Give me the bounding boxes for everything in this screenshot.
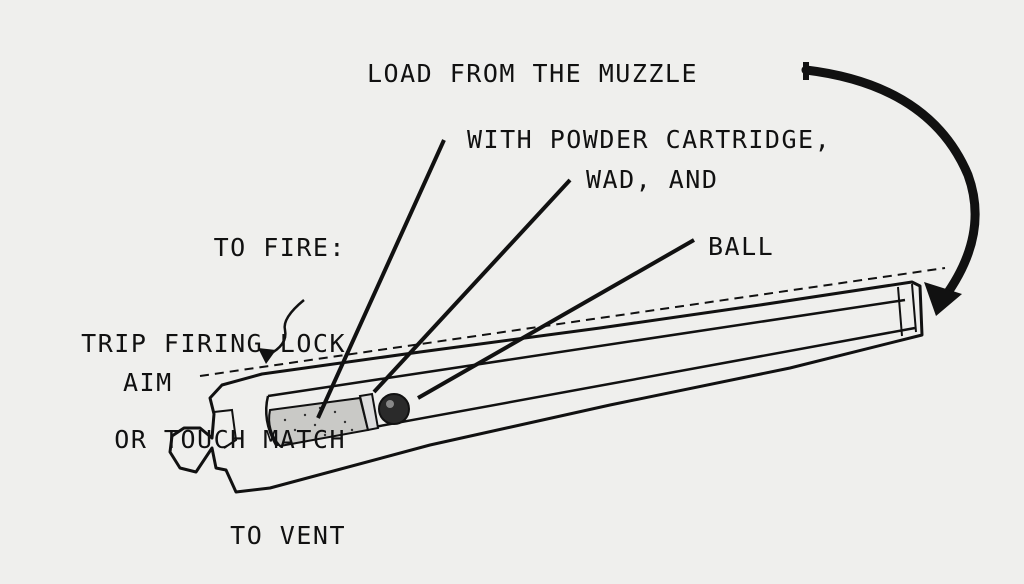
muzzle-arrowhead	[924, 282, 962, 316]
powder-pointer	[316, 139, 446, 419]
fire-line-2: OR TOUCH MATCH	[114, 425, 346, 454]
vent-arrow	[267, 299, 305, 357]
bore-end	[265, 395, 278, 446]
muzzle-ring	[897, 283, 917, 337]
aim-label: AIM	[123, 368, 173, 397]
load-instruction: LOAD FROM THE MUZZLE	[367, 59, 699, 88]
wad	[358, 392, 380, 432]
cannon-barrel-outline	[168, 280, 924, 494]
powder-cartridge	[268, 396, 370, 448]
cannon-diagram	[168, 62, 980, 494]
fire-instruction: TO FIRE: TRIP FIRING LOCK OR TOUCH MATCH…	[0, 168, 346, 584]
ball-pointer	[417, 238, 695, 400]
wad-label: WAD, AND	[586, 165, 719, 194]
ball-label: BALL	[708, 232, 775, 261]
fire-line-3: TO VENT	[230, 521, 346, 550]
muzzle-arrow-tail	[803, 62, 809, 80]
bore-lower-line	[275, 326, 916, 447]
muzzle-arrow	[801, 65, 980, 303]
cascabel-detail	[213, 408, 238, 449]
wad-pointer	[372, 178, 572, 394]
powder-stipple	[283, 406, 354, 440]
vent-arrowhead	[258, 348, 276, 364]
fire-line-1: TRIP FIRING LOCK	[81, 329, 346, 358]
powder-label: WITH POWDER CARTRIDGE,	[467, 125, 832, 154]
bore-upper-line	[267, 298, 906, 398]
fire-title: TO FIRE:	[213, 233, 346, 262]
aim-line	[199, 267, 946, 377]
ball	[378, 393, 410, 425]
ball-highlight	[386, 400, 394, 408]
